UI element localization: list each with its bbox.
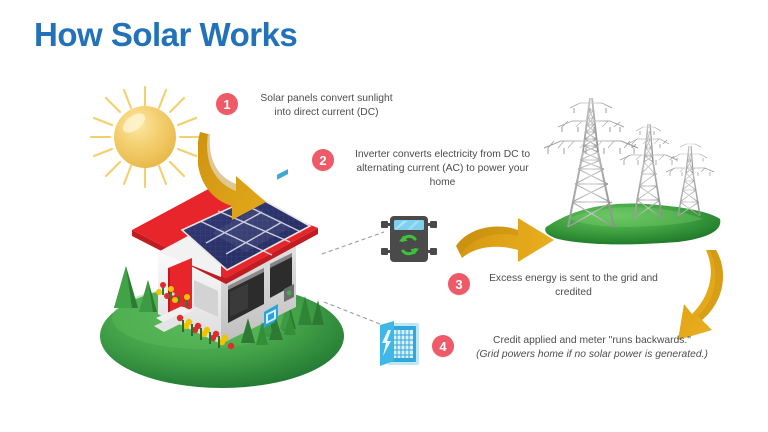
- step-2-line-3: home: [429, 177, 456, 188]
- sun-icon: [86, 82, 204, 197]
- power-transmission-towers-illustration: [528, 84, 736, 269]
- step-callout-2: 2 Inverter converts electricity from DC …: [312, 148, 542, 190]
- dashed-connector-house-to-inverter: [320, 230, 386, 261]
- step-3-line-2: credited: [555, 287, 592, 298]
- tree-cluster-left: [114, 266, 157, 312]
- step-4-line-1: Credit applied and meter "runs backwards…: [493, 335, 691, 346]
- wall-meter-panel: [264, 304, 278, 328]
- wall-box-gray: [284, 284, 294, 302]
- transmission-tower-1: [543, 97, 639, 228]
- curved-down-arrow-grid-to-meter-icon: [676, 248, 744, 361]
- step-callout-4: 4 Credit applied and meter "runs backwar…: [432, 334, 722, 362]
- curved-down-arrow-sun-to-roof-icon: [197, 128, 276, 233]
- step-1-line-2: into direct current (DC): [274, 107, 379, 118]
- step-3-line-1: Excess energy is sent to the grid and: [489, 273, 658, 284]
- lightning-bolt-icon: [382, 330, 391, 356]
- step-badge-4: 4: [432, 335, 454, 357]
- transmission-tower-2: [619, 123, 678, 219]
- step-badge-3: 3: [448, 273, 470, 295]
- house-with-solar-panels-illustration: [96, 168, 346, 398]
- electric-meter-icon: [376, 316, 426, 377]
- curved-right-arrow-inverter-to-grid-icon: [452, 216, 560, 277]
- step-text-1: Solar panels convert sunlight into direc…: [247, 92, 406, 120]
- step-badge-1: 1: [216, 93, 238, 115]
- step-2-line-1: Inverter converts electricity from DC to: [354, 149, 531, 160]
- step-badge-2: 2: [312, 149, 334, 171]
- step-text-4: Credit applied and meter "runs backwards…: [463, 334, 721, 362]
- transmission-tower-3: [665, 143, 715, 217]
- bush-cluster: [241, 314, 296, 345]
- step-callout-1: 1 Solar panels convert sunlight into dir…: [216, 92, 406, 120]
- step-4-line-2: (Grid powers home if no solar power is g…: [476, 349, 708, 360]
- inverter-box-icon: [378, 208, 440, 275]
- flower-bed: [156, 282, 235, 350]
- wall-meter-small: [277, 169, 288, 180]
- dashed-connector-house-to-meter: [322, 300, 382, 331]
- step-text-2: Inverter converts electricity from DC to…: [343, 148, 542, 190]
- step-1-line-1: Solar panels convert sunlight: [260, 93, 393, 104]
- page-title: How Solar Works: [34, 16, 298, 53]
- step-2-line-2: alternating current (AC) to power your: [356, 163, 529, 174]
- step-callout-3: 3 Excess energy is sent to the grid and …: [448, 272, 668, 300]
- step-text-3: Excess energy is sent to the grid and cr…: [479, 272, 668, 300]
